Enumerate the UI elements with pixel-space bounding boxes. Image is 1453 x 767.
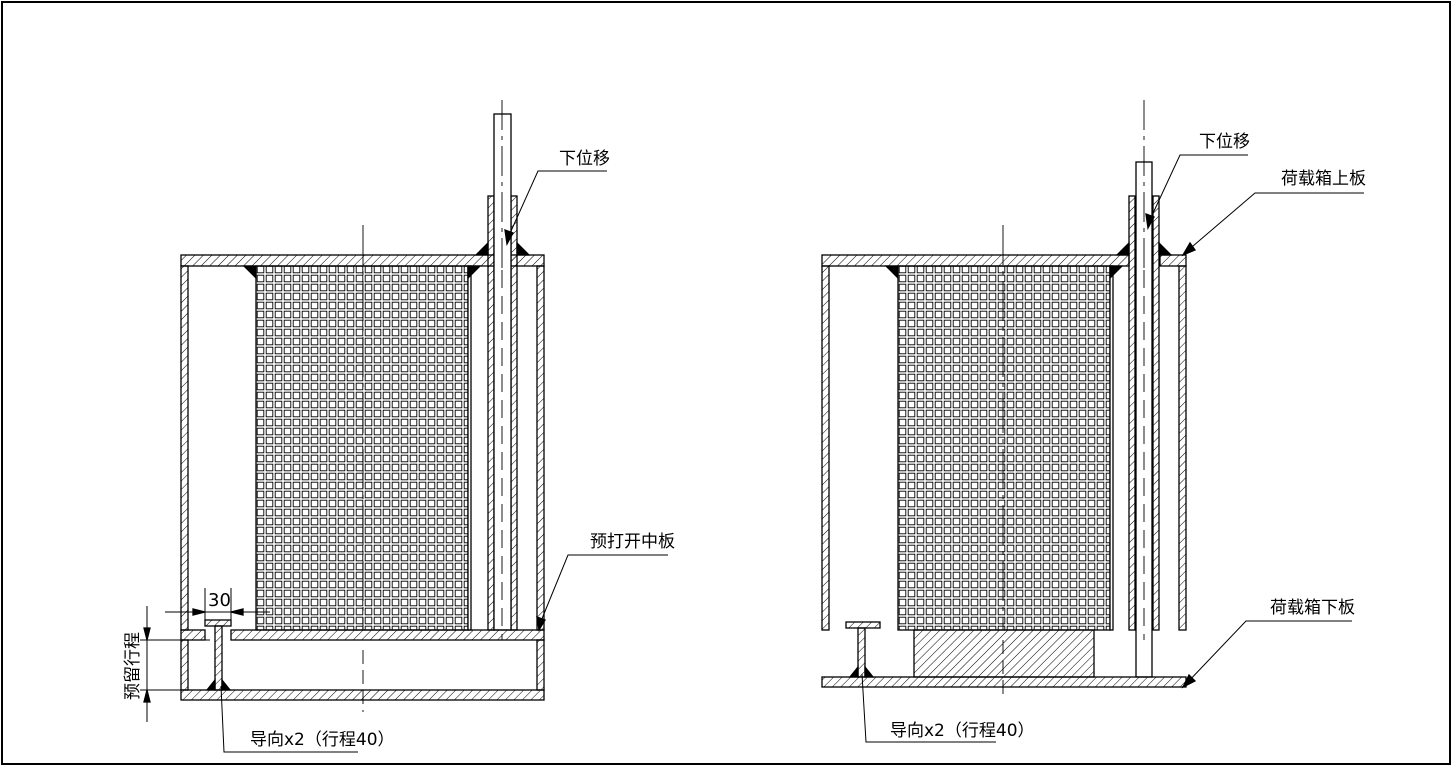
left-reserved-travel-label: 预留行程 (123, 632, 143, 700)
right-load-block (913, 629, 1095, 678)
right-top-plate-label: 荷载箱上板 (1281, 169, 1366, 189)
left-lower-left-wall (180, 639, 189, 691)
left-right-wall (536, 265, 545, 631)
right-bottom-plate-label: 荷载箱下板 (1270, 598, 1355, 618)
left-disp-leader (506, 170, 607, 241)
right-inner-wall (1109, 265, 1114, 631)
right-top-plate-leader (1185, 192, 1364, 253)
left-bottom-plate (180, 689, 545, 701)
left-sleeve-right (510, 195, 518, 631)
right-sleeve-left (1128, 195, 1136, 631)
right-sleeve-right (1152, 195, 1160, 631)
right-bottom-plate (821, 676, 1187, 688)
left-weld-2 (467, 265, 482, 280)
right-guide-label: 导向x2（行程40） (890, 721, 1035, 741)
left-guide-leader (220, 685, 358, 753)
left-guide-stem (214, 625, 223, 691)
left-view (140, 100, 668, 753)
left-grid-fill (255, 265, 469, 631)
right-right-wall (1178, 265, 1187, 631)
left-mid-plate-label: 预打开中板 (590, 532, 675, 552)
right-disp-label: 下位移 (1199, 132, 1250, 152)
left-sleeve-left (487, 195, 495, 631)
right-weld-2 (1109, 265, 1124, 280)
left-mid-plate (230, 629, 545, 641)
left-disp-label: 下位移 (559, 149, 610, 169)
left-weld-4 (516, 241, 531, 256)
right-top-plate (821, 254, 1130, 267)
left-guide-head (204, 619, 232, 627)
right-weld-4 (1158, 241, 1173, 256)
left-inner-wall (467, 265, 472, 631)
left-guide-label: 导向x2（行程40） (250, 730, 395, 750)
right-bottom-plate-leader (1185, 620, 1352, 685)
left-left-wall (180, 265, 189, 631)
right-left-wall (821, 265, 830, 631)
right-weld-1 (884, 265, 899, 280)
right-grid-fill (897, 265, 1111, 631)
left-weld-1 (242, 265, 257, 280)
right-guide-head (845, 621, 881, 629)
right-disp-leader (1147, 154, 1248, 225)
right-guide-leader (861, 673, 996, 743)
right-weld-3 (1115, 241, 1130, 256)
left-rod (493, 113, 512, 631)
right-guide-stem (857, 627, 866, 678)
left-weld-3 (474, 241, 489, 256)
left-lower-right-wall (536, 639, 545, 691)
left-mid-plate-leader (538, 554, 668, 627)
left-dim-value: 30 (208, 590, 231, 611)
right-view (821, 100, 1364, 743)
right-top-plate-right (1159, 254, 1187, 267)
left-mid-plate-stub (180, 629, 206, 641)
